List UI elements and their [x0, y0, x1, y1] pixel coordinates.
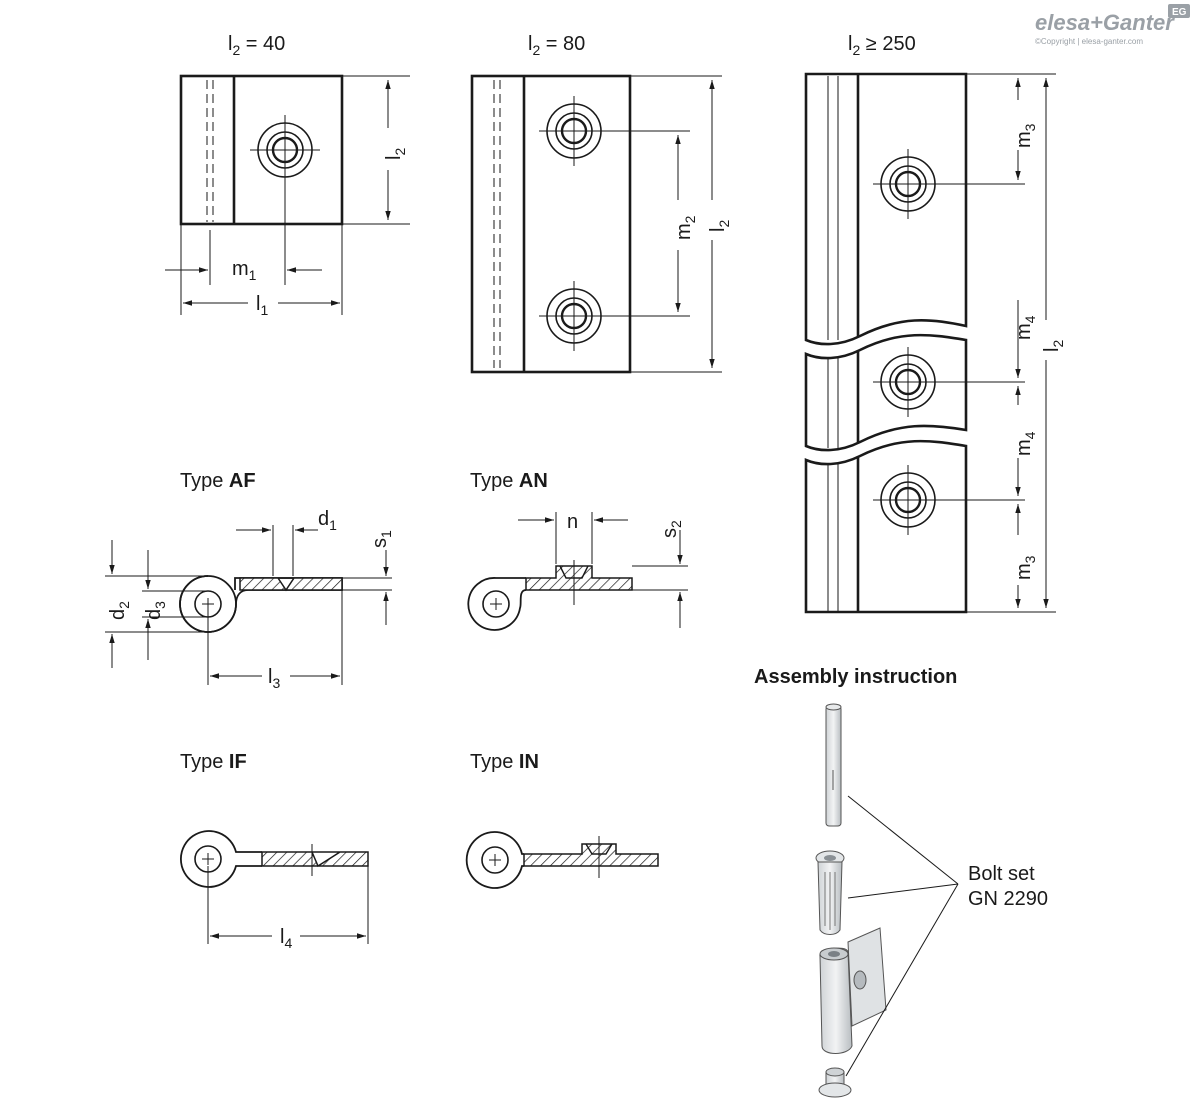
dim-l3: l3: [268, 666, 280, 691]
hinge-leaf-section-middle: [804, 333, 968, 452]
dim-l2: l2: [1041, 340, 1066, 352]
dim-l2: l2: [707, 220, 732, 232]
view-l2-40: l2 = 40 l2 m1 l1: [165, 33, 410, 318]
dim-d2: d2: [107, 601, 132, 620]
view-title-l2-80: l2 = 80: [528, 33, 585, 58]
type-an-label: Type AN: [470, 470, 548, 492]
bushing-icon: [815, 850, 845, 935]
dim-n: n: [567, 511, 578, 533]
type-af-label: Type AF: [180, 470, 256, 492]
brand-copyright: ©Copyright | elesa-ganter.com: [1035, 37, 1143, 46]
section-type-if: Type IF l4: [180, 751, 369, 951]
dim-m4-upper: m4: [1013, 315, 1038, 340]
type-if-label: Type IF: [180, 751, 247, 773]
hinge-section-hatch: [523, 843, 659, 867]
brand-logo: elesa+Ganter ©Copyright | elesa-ganter.c…: [1035, 4, 1190, 46]
dim-m2: m2: [673, 215, 698, 240]
type-in-label: Type IN: [470, 751, 539, 773]
dim-l4: l4: [280, 926, 292, 951]
dim-m3-bottom: m3: [1013, 555, 1038, 580]
brand-badge: EG: [1172, 7, 1187, 18]
countersunk-hole-icon: [873, 149, 1025, 219]
hinge-leaf-section-top: [804, 72, 968, 346]
dim-d1: d1: [318, 508, 337, 533]
section-type-an: Type AN n s2: [467, 470, 688, 631]
dim-l1: l1: [256, 293, 268, 318]
hinge-leaf-outline: [179, 74, 344, 226]
countersunk-hole-icon: [250, 115, 320, 185]
brand-badge-icon: [1168, 4, 1190, 18]
countersunk-hole-icon: [873, 465, 1025, 535]
hinge-section-hatch: [239, 577, 343, 592]
dim-m3-top: m3: [1013, 123, 1038, 148]
view-title-l2-40: l2 = 40: [228, 33, 285, 58]
countersunk-hole-icon: [539, 281, 690, 351]
bolt-set-label-line2: GN 2290: [968, 888, 1048, 910]
dim-l2: l2: [383, 148, 408, 160]
countersunk-hole-icon: [539, 96, 690, 166]
hinge-leaf-icon: [819, 927, 887, 1054]
hinge-pin-icon: [825, 703, 842, 827]
dim-m1: m1: [232, 258, 257, 283]
hinge-leaf-outline: [470, 74, 632, 374]
bolt-set-label-line1: Bolt set: [968, 863, 1035, 885]
dim-d3: d3: [143, 601, 168, 620]
view-l2-250: l2 ≥ 250: [804, 33, 1066, 614]
dim-m4-lower: m4: [1013, 431, 1038, 456]
brand-name: elesa+Ganter: [1035, 10, 1175, 35]
dim-s2: s2: [659, 520, 684, 538]
view-l2-80: l2 = 80 m2 l2: [470, 33, 732, 374]
assembly-instruction: Assembly instruction: [754, 666, 1048, 1098]
hinge-leaf-section-bottom: [804, 439, 968, 614]
section-type-in: Type IN: [465, 751, 659, 889]
cap-icon: [818, 1067, 852, 1098]
hinge-section-hatch: [261, 851, 369, 868]
view-title-l2-250: l2 ≥ 250: [848, 33, 916, 58]
assembly-title: Assembly instruction: [754, 666, 957, 688]
countersunk-hole-icon: [873, 347, 1025, 417]
section-type-af: Type AF d1 s1 d2 d3 l3: [105, 470, 394, 691]
dim-s1: s1: [369, 530, 394, 548]
